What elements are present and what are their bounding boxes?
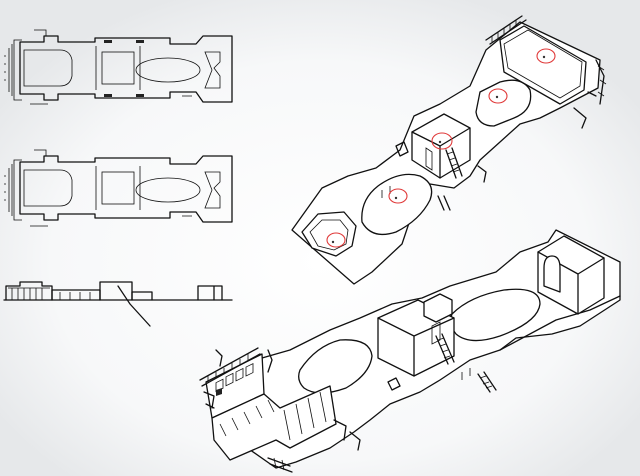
- isometric-view-upper: [291, 15, 607, 285]
- marker-circle: [488, 88, 508, 104]
- marker-circle: [326, 232, 346, 248]
- marker-circle: [536, 48, 556, 64]
- side-elevation-view: [3, 281, 233, 327]
- plan-view-top: [4, 29, 233, 105]
- marker-circle: [431, 132, 453, 150]
- marker-circle: [388, 188, 408, 204]
- isometric-view-lower: [199, 229, 621, 473]
- bridge-windows: [215, 363, 254, 393]
- plan-view-middle: [4, 149, 233, 227]
